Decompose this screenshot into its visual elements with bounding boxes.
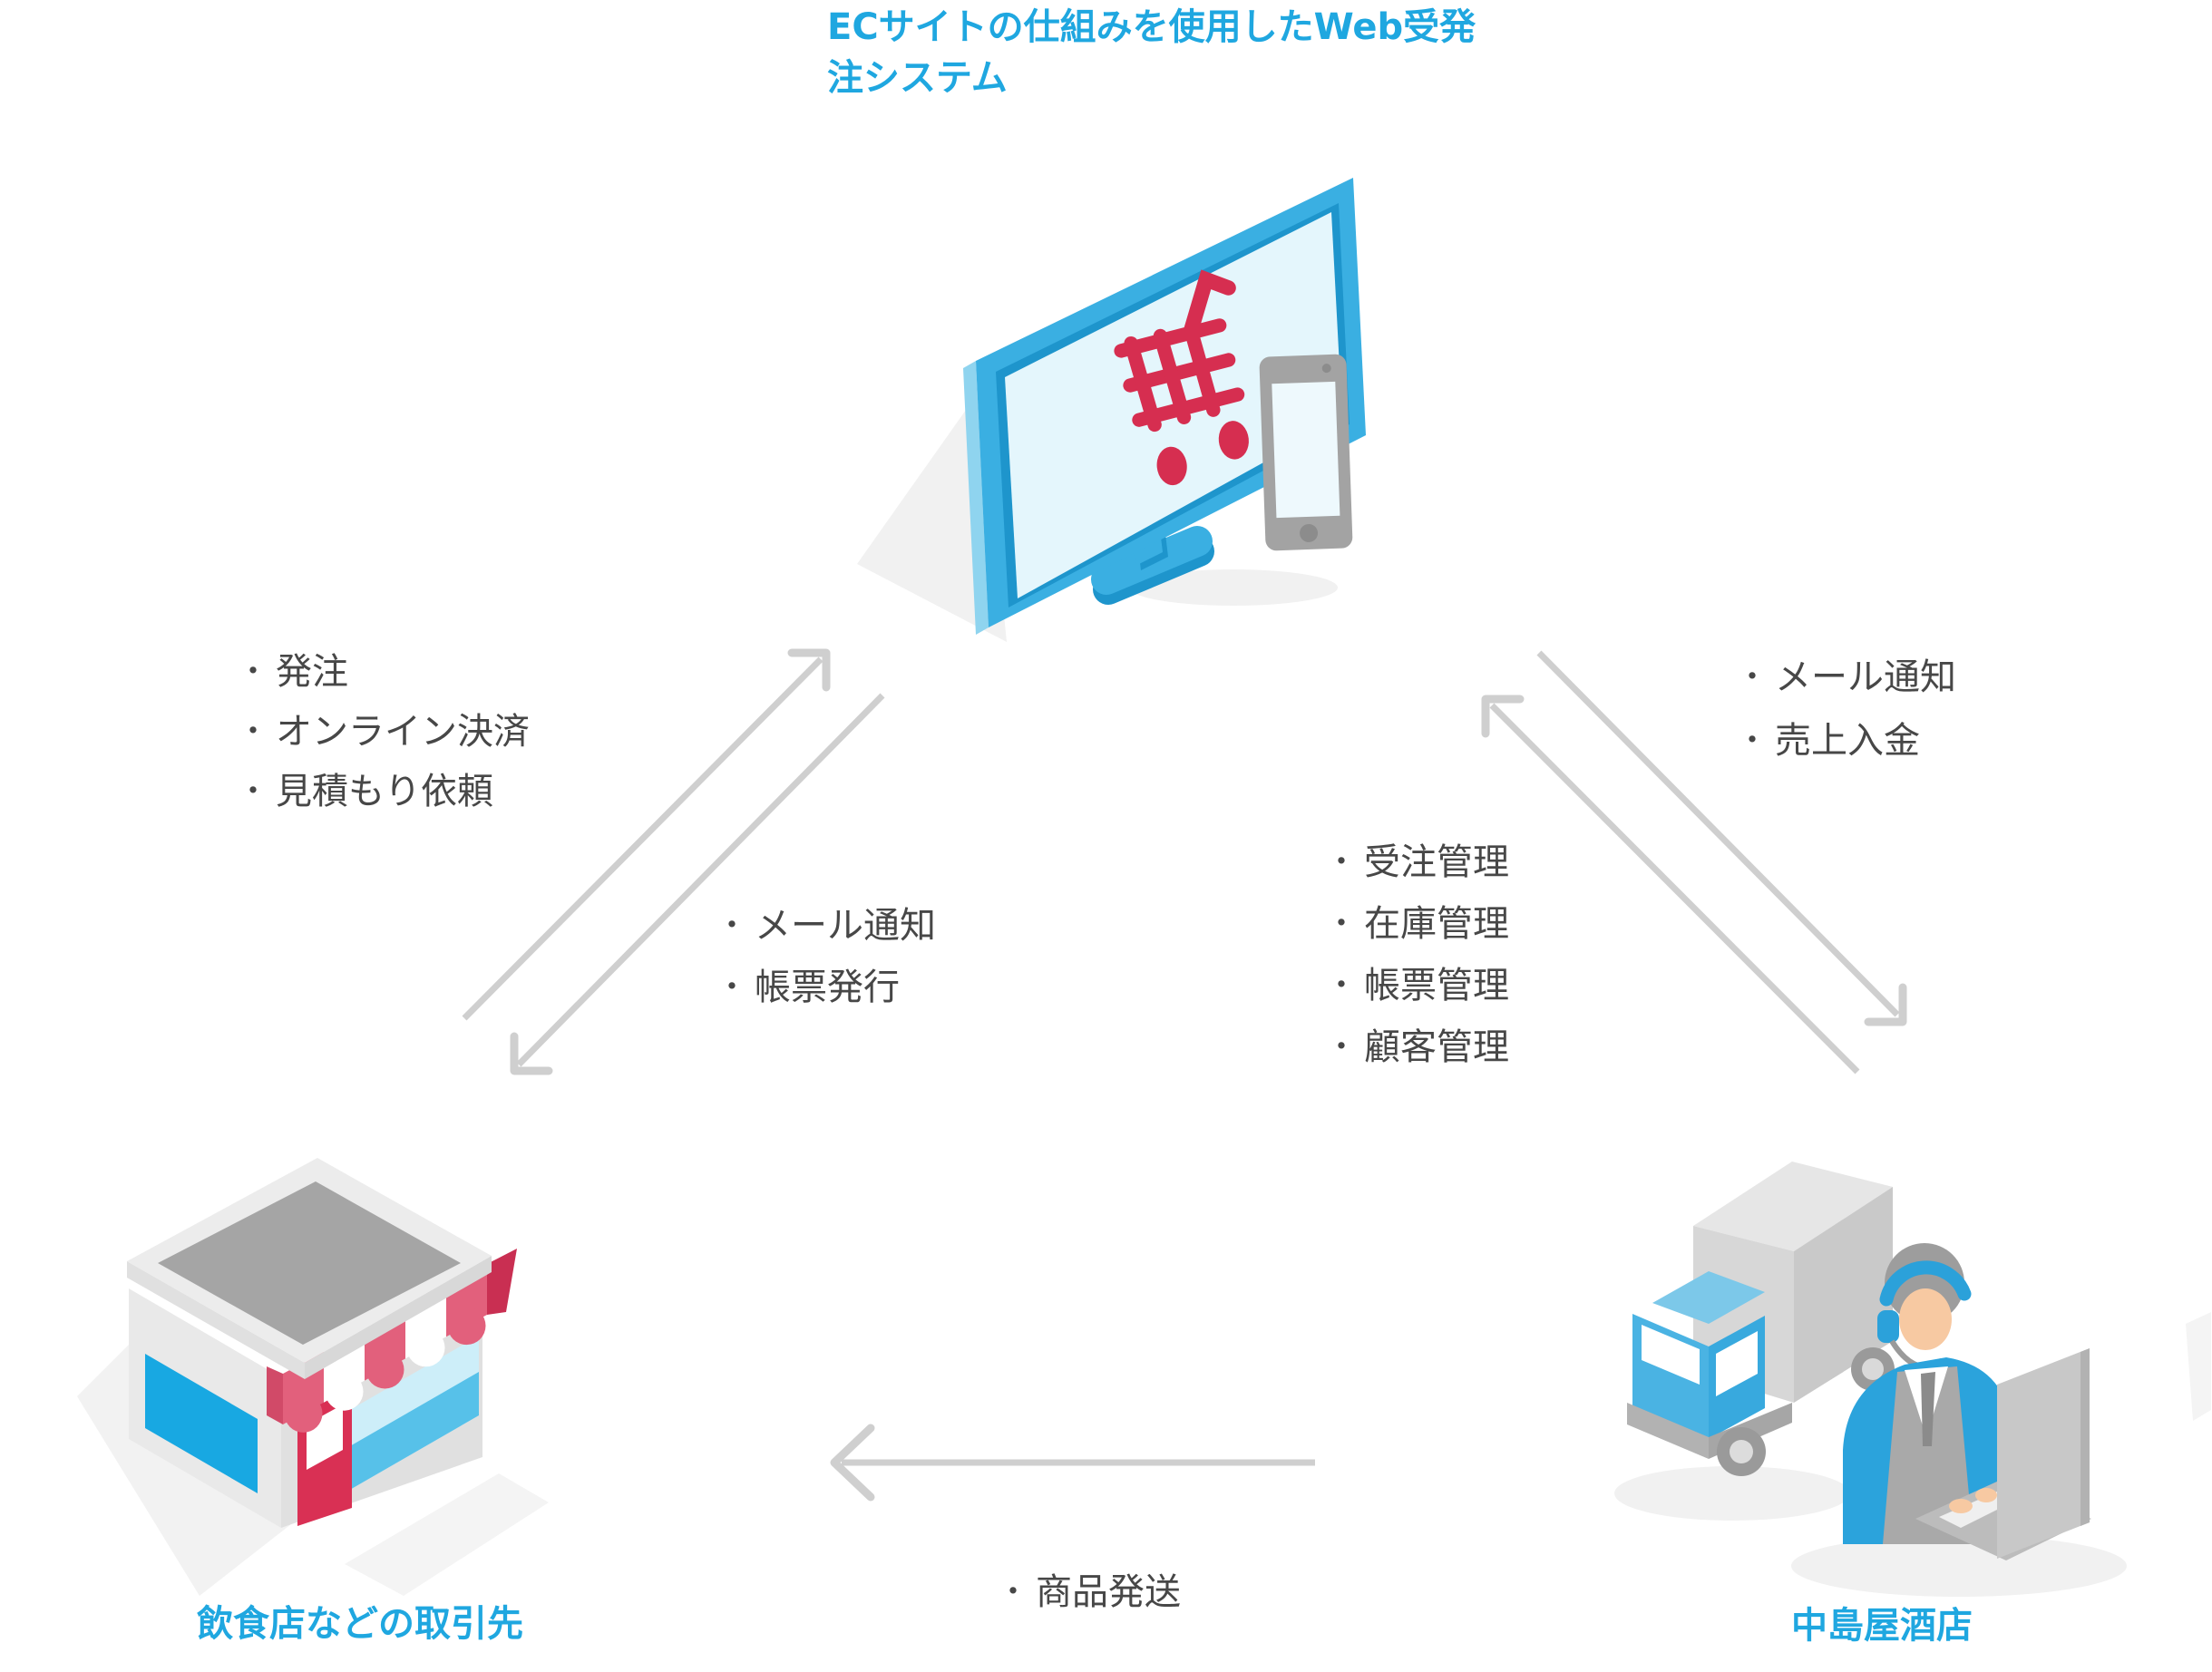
list-item: ・在庫管理	[1326, 889, 1509, 951]
operator-face	[1899, 1288, 1952, 1350]
arrow-ec-to-partner	[510, 693, 885, 1075]
bullet-icon: ・	[716, 907, 747, 944]
diagram-title: ECサイトの仕組みを使用したWeb受発 注システム	[827, 2, 1476, 103]
edge-label-partner-to-ec: ・発注 ・オンライン決済 ・見積もり依頼	[238, 638, 530, 818]
bullet-icon: ・	[238, 713, 268, 750]
operator-tie	[1921, 1372, 1935, 1446]
shop-illustration	[1614, 1162, 2211, 1597]
list-item-text: 帳票管理	[1364, 965, 1509, 1006]
shop-node-label: 中島屋酒店	[1791, 1605, 1973, 1647]
diagram-title-line2: 注システム	[827, 57, 1008, 99]
list-item-text: 発注	[276, 651, 348, 693]
list-item-text: 商品発送	[1036, 1571, 1181, 1613]
side-shadow-shape	[2186, 1312, 2211, 1421]
ec-system-illustration	[857, 178, 1366, 642]
list-item: ・帳票発行	[716, 953, 936, 1015]
smartphone-icon	[1259, 354, 1353, 551]
list-item: ・帳票管理	[1326, 951, 1509, 1013]
edge-label-shop-to-partner: ・商品発送	[998, 1558, 1181, 1619]
bullet-icon: ・	[998, 1573, 1028, 1610]
shopping-cart-icon	[1114, 269, 1249, 486]
headset-icon	[1879, 1260, 1972, 1307]
bullet-icon: ・	[238, 653, 268, 690]
bullet-icon: ・	[1737, 658, 1768, 695]
list-item-text: 在庫管理	[1364, 903, 1509, 945]
laptop-icon	[1915, 1348, 2091, 1560]
list-item: ・メール通知	[1737, 642, 1956, 705]
arrow-shop-to-partner	[830, 1424, 1315, 1502]
list-item: ・発注	[238, 638, 530, 698]
truck-shadow-shape	[1614, 1466, 1850, 1521]
operator-shadow-shape	[1791, 1535, 2127, 1597]
list-item-text: 受注管理	[1364, 841, 1509, 883]
bullet-icon: ・	[1737, 722, 1768, 759]
truck-windshield	[1642, 1325, 1700, 1385]
stand-shadow-shape	[1129, 569, 1338, 606]
storefront-icon	[127, 1158, 517, 1528]
edge-label-ec-to-partner: ・メール通知 ・帳票発行	[716, 891, 936, 1015]
list-item-text: 見積もり依頼	[276, 771, 493, 812]
bullet-icon: ・	[1326, 967, 1357, 1004]
bullet-icon: ・	[716, 968, 747, 1006]
partner-node-label: 飲食店などの取引先	[197, 1603, 523, 1645]
list-item: ・メール通知	[716, 891, 936, 953]
list-item: ・顧客管理	[1326, 1013, 1509, 1074]
operator-vest	[1883, 1366, 1973, 1544]
list-item: ・見積もり依頼	[238, 758, 530, 818]
list-item: ・商品発送	[998, 1558, 1181, 1619]
arrow-shop-to-ec	[1481, 695, 1860, 1074]
list-item-text: 売上入金	[1775, 720, 1920, 762]
list-item: ・受注管理	[1326, 828, 1509, 889]
bullet-icon: ・	[1326, 843, 1357, 880]
store-roof	[127, 1158, 492, 1379]
arrow-partner-to-ec	[462, 648, 831, 1021]
bullet-icon: ・	[238, 773, 268, 810]
edge-label-ec-to-shop: ・メール通知 ・売上入金	[1737, 642, 1956, 769]
list-item-text: メール通知	[755, 905, 936, 947]
bullet-icon: ・	[1326, 1028, 1357, 1065]
store-awning	[267, 1249, 517, 1433]
partner-store-illustration	[77, 1158, 549, 1596]
list-item-text: 顧客管理	[1364, 1026, 1509, 1068]
list-item-text: メール通知	[1775, 656, 1956, 698]
list-item-text: オンライン決済	[276, 711, 530, 753]
store-shadow-shape2	[345, 1473, 549, 1596]
list-item-text: 帳票発行	[755, 967, 900, 1008]
list-item: ・オンライン決済	[238, 698, 530, 758]
diagram-title-line1: ECサイトの仕組みを使用したWeb受発	[827, 6, 1476, 48]
edge-label-shop-to-ec: ・受注管理 ・在庫管理 ・帳票管理 ・顧客管理	[1326, 828, 1509, 1074]
list-item: ・売上入金	[1737, 705, 1956, 769]
delivery-truck-icon	[1627, 1162, 1895, 1476]
store-window-left	[145, 1354, 258, 1493]
bullet-icon: ・	[1326, 905, 1357, 942]
arrow-ec-to-shop	[1536, 650, 1907, 1026]
